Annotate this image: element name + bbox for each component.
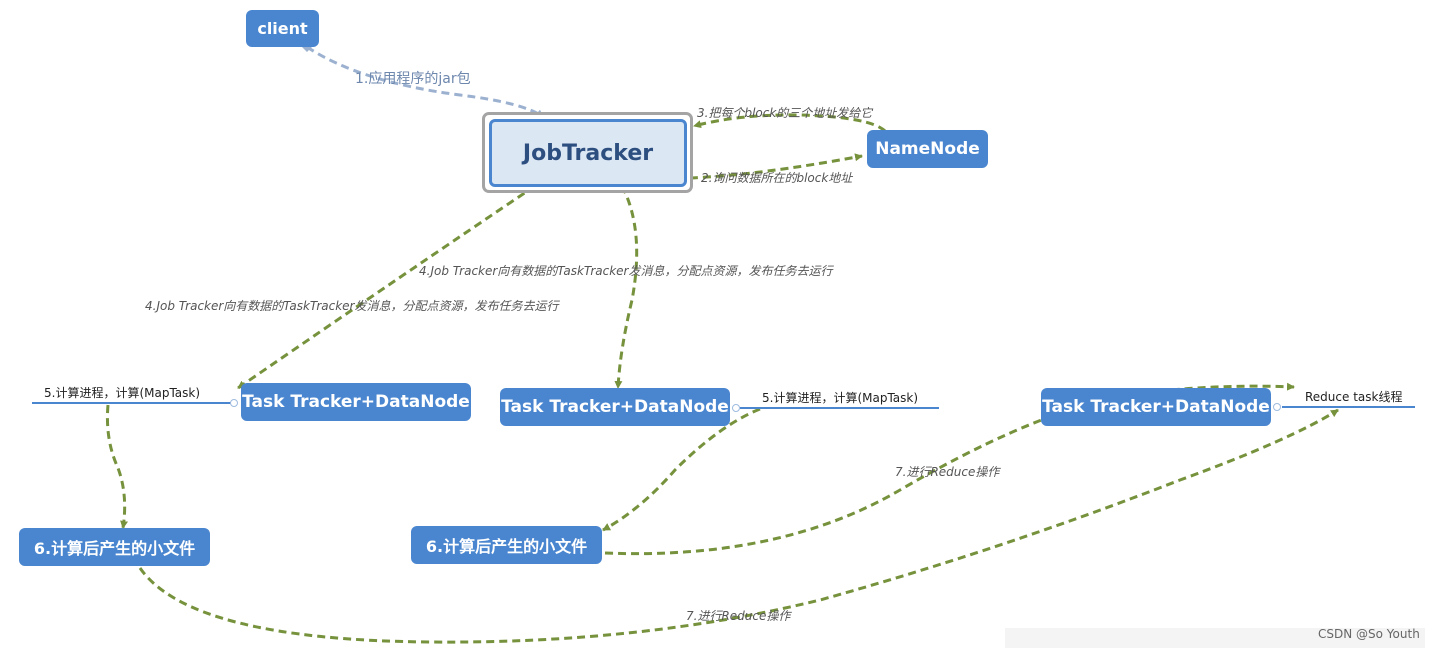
edge-tt1-file1 <box>105 404 129 529</box>
subtopic-tt2-underline <box>740 407 939 409</box>
edge-jobtracker-namenode <box>689 153 863 180</box>
label-edge-1: 1.应用程序的jar包 <box>355 71 471 87</box>
node-tasktracker-2[interactable]: Task Tracker+DataNode <box>500 388 730 426</box>
label-edge-4a: 4.Job Tracker向有数据的TaskTracker发消息，分配点资源，发… <box>419 264 833 278</box>
label-edge-4b: 4.Job Tracker向有数据的TaskTracker发消息，分配点资源，发… <box>145 299 559 313</box>
node-jobtracker[interactable]: JobTracker <box>489 119 687 187</box>
watermark-band <box>1005 628 1425 648</box>
node-tasktracker-1[interactable]: Task Tracker+DataNode <box>241 383 471 421</box>
node-namenode[interactable]: NameNode <box>867 130 988 168</box>
node-small-file-1[interactable]: 6.计算后产生的小文件 <box>19 528 210 566</box>
subtopic-tt1-underline <box>32 402 231 404</box>
subtopic-tt2-connector-dot <box>732 404 740 412</box>
label-edge-2: 2.询问数据所在的block地址 <box>701 171 853 185</box>
node-small-file-2[interactable]: 6.计算后产生的小文件 <box>411 526 602 564</box>
subtopic-reduce-underline <box>1282 406 1415 408</box>
node-tasktracker-3[interactable]: Task Tracker+DataNode <box>1041 388 1271 426</box>
watermark: CSDN @So Youth <box>1318 627 1420 641</box>
subtopic-tt2: 5.计算进程，计算(MapTask) <box>762 391 919 405</box>
node-client[interactable]: client <box>246 10 319 47</box>
edge-namenode-jobtracker <box>693 113 887 133</box>
label-edge-3: 3.把每个block的三个地址发给它 <box>697 106 873 120</box>
edge-client-jobtracker <box>306 45 544 119</box>
subtopic-tt1: 5.计算进程，计算(MapTask) <box>44 386 201 400</box>
edge-tt2-file2 <box>602 407 761 532</box>
label-edge-7b: 7.进行Reduce操作 <box>686 609 791 623</box>
subtopic-tt1-connector-dot <box>230 399 238 407</box>
edge-jobtracker-tt2 <box>614 185 639 389</box>
edge-file1-reduce <box>138 408 1339 644</box>
subtopic-reduce-connector-dot <box>1273 403 1281 411</box>
label-edge-7a: 7.进行Reduce操作 <box>895 465 1000 479</box>
subtopic-reduce-task: Reduce task线程 <box>1305 390 1403 404</box>
edge-jobtracker-tt1 <box>237 184 536 390</box>
